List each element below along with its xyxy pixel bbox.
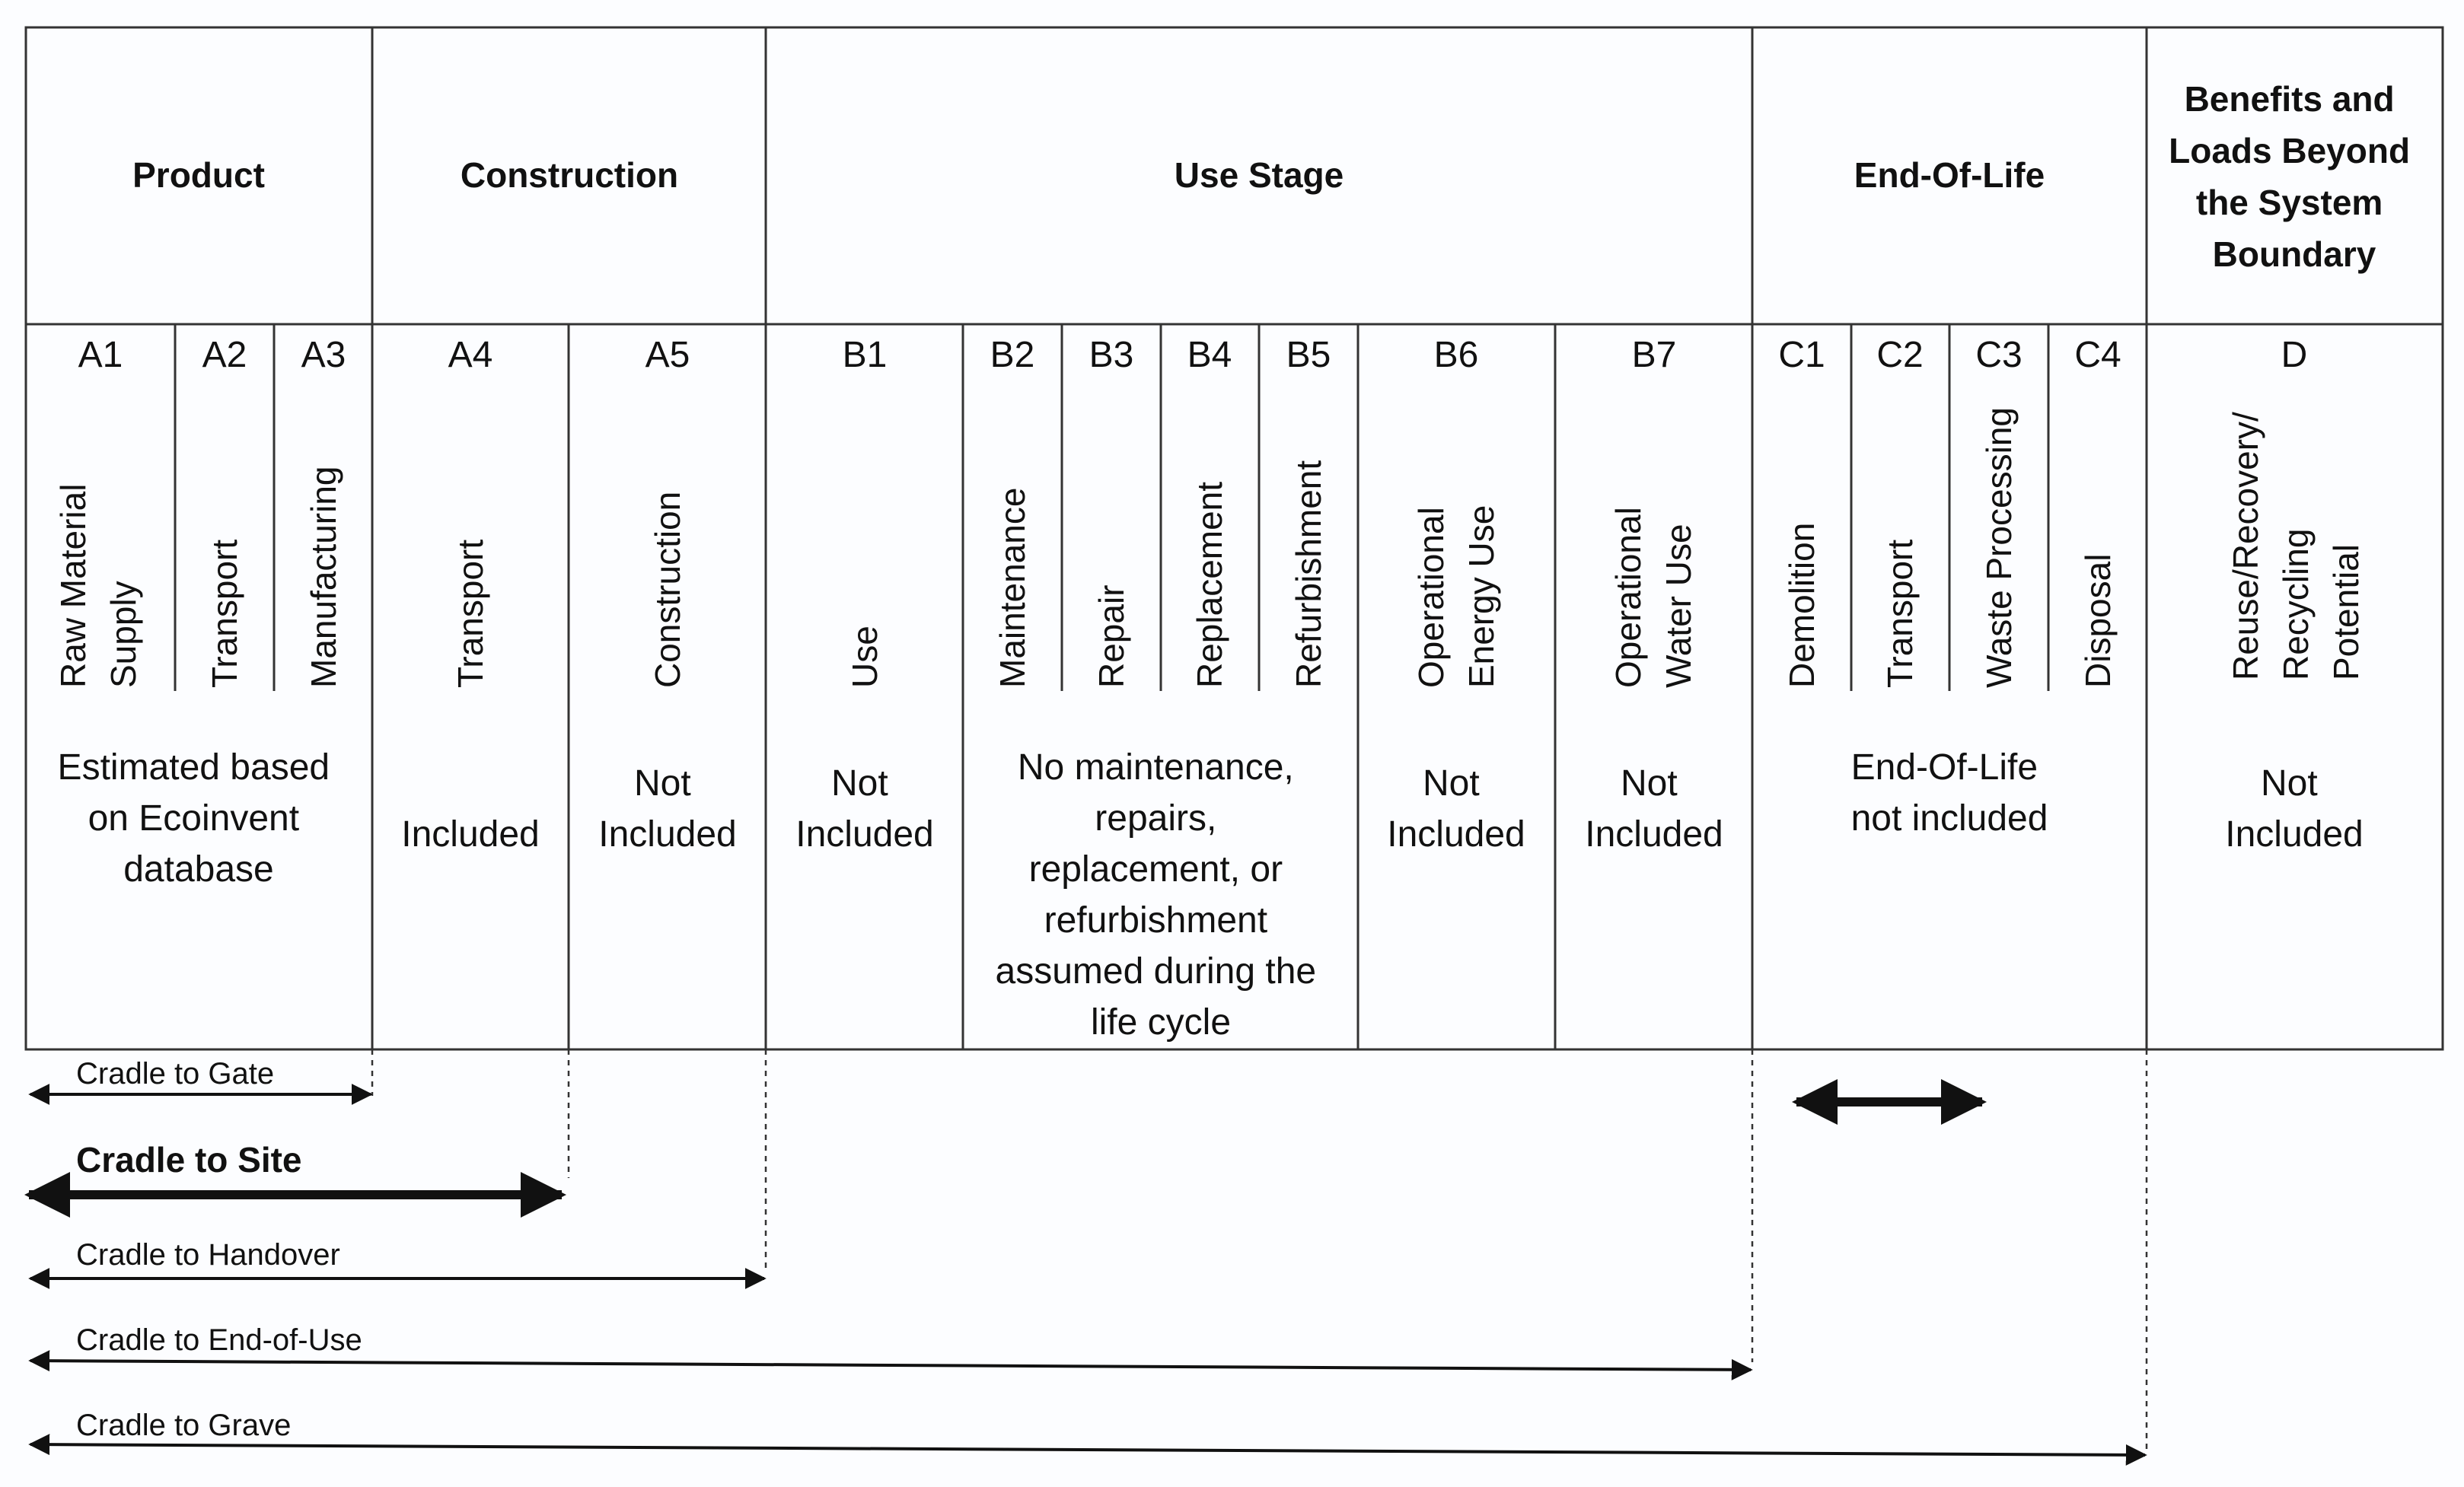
note-product: Estimated based on Ecoinvent database [58, 747, 340, 890]
module-label-b2: Maintenance [993, 488, 1032, 688]
stage-title-use-stage: Use Stage [1175, 155, 1344, 195]
module-code-b5: B5 [1286, 335, 1331, 375]
note-b7: Not Included [1585, 763, 1723, 855]
label-cradle-to-grave: Cradle to Grave [76, 1409, 291, 1442]
note-end-of-life: End-Of-Life not included [1851, 747, 2048, 839]
module-code-b2: B2 [990, 335, 1035, 375]
module-code-b1: B1 [843, 335, 888, 375]
module-label-a2: Transport [205, 540, 244, 688]
module-label-c3: Waste Processing [1979, 407, 2019, 688]
module-label-c2: Transport [1880, 540, 1920, 688]
note-a4: Included [401, 814, 539, 855]
module-code-a3: A3 [301, 335, 346, 375]
module-code-c1: C1 [1778, 335, 1825, 375]
module-label-b5: Refurbishment [1289, 460, 1328, 688]
note-a5: Not Included [598, 763, 736, 855]
module-code-b4: B4 [1187, 335, 1232, 375]
module-code-b3: B3 [1089, 335, 1134, 375]
arrow-cradle-to-grave [28, 1434, 2147, 1466]
label-cradle-to-end-of-use: Cradle to End-of-Use [76, 1323, 362, 1357]
module-code-a2: A2 [202, 335, 247, 375]
module-code-b6: B6 [1434, 335, 1479, 375]
module-code-c2: C2 [1876, 335, 1923, 375]
module-code-c4: C4 [2074, 335, 2121, 375]
module-code-a1: A1 [78, 335, 123, 375]
stage-title-construction: Construction [461, 155, 678, 195]
module-code-b7: B7 [1632, 335, 1677, 375]
label-cradle-to-handover: Cradle to Handover [76, 1238, 340, 1272]
table-frame [24, 26, 2444, 1051]
module-label-b1: Use [845, 626, 885, 688]
note-b1: Not Included [795, 763, 933, 855]
module-code-a5: A5 [645, 335, 690, 375]
module-code-a4: A4 [448, 335, 493, 375]
module-label-b4: Replacement [1190, 482, 1229, 688]
module-code-c3: C3 [1975, 335, 2022, 375]
note-b2-b5: No maintenance, repairs, replacement, or… [996, 747, 1327, 1043]
module-code-d: D [2281, 335, 2308, 375]
stage-title-end-of-life: End-Of-Life [1854, 155, 2045, 195]
stage-title-beyond-boundary: Benefits and Loads Beyond the System Bou… [2169, 79, 2420, 274]
module-label-c1: Demolition [1782, 523, 1822, 688]
label-cradle-to-site: Cradle to Site [76, 1140, 302, 1180]
arrow-cradle-to-end-of-use [28, 1350, 1753, 1380]
module-label-a4: Transport [451, 540, 490, 688]
module-label-b3: Repair [1092, 584, 1131, 688]
module-label-c4: Disposal [2078, 554, 2118, 688]
stage-title-product: Product [132, 155, 265, 195]
module-label-a5: Construction [648, 492, 687, 688]
note-d: Not Included [2225, 763, 2363, 855]
label-cradle-to-gate: Cradle to Gate [76, 1057, 274, 1091]
module-label-a3: Manufacturing [304, 466, 343, 689]
note-b6: Not Included [1387, 763, 1525, 855]
